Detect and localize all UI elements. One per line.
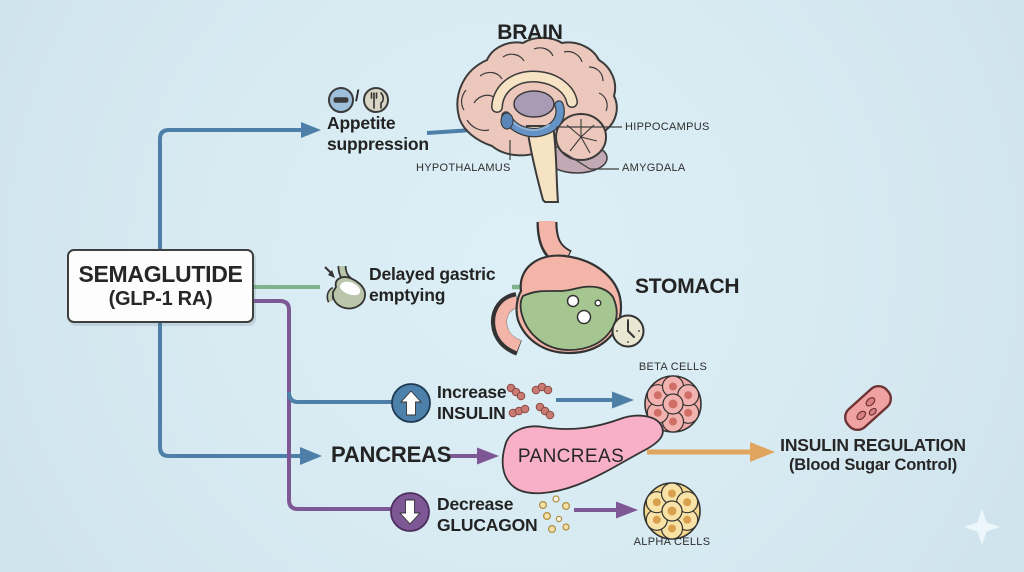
glucagon-to-alpha-arrowhead: [616, 501, 638, 519]
amygdala-label: AMYGDALA: [622, 162, 686, 174]
no-food-minus-icon: [328, 87, 354, 113]
outcome-title: INSULIN REGULATION: [780, 435, 966, 455]
fork-knife-icon: [363, 87, 389, 113]
glucagon-effect-text: Decrease GLUCAGON: [437, 494, 538, 536]
insulin-molecule-dots: [506, 382, 555, 420]
blood-vessel-icon: [843, 385, 893, 431]
alpha-cells-label: ALPHA CELLS: [633, 536, 711, 548]
hypothalamus-label: HYPOTHALAMUS: [416, 162, 511, 174]
increase-arrow-icon: [391, 383, 431, 423]
pancreas-text-to-organ-arrowhead: [477, 447, 499, 465]
beta-cells-label: BETA CELLS: [638, 361, 708, 373]
brain-label-leader-lines: [509, 126, 622, 170]
connector-glucagon-pathway: [251, 299, 392, 511]
glucagon-molecule-dots: [538, 495, 570, 533]
connector-brain-pathway: [158, 128, 301, 249]
connector-pancreas-pathway: [158, 321, 300, 458]
gastric-line2: emptying: [369, 285, 446, 305]
hypothalamus-structure: [500, 112, 514, 130]
stomach-bubble: [594, 299, 602, 307]
thalamus: [513, 90, 555, 118]
pancreas-pathway-arrowhead: [300, 447, 322, 465]
beta-cells-illustration: [644, 375, 702, 433]
stomach-bubble: [576, 309, 592, 325]
insulin-to-beta-arrowhead: [612, 391, 634, 409]
decrease-arrow-icon: [390, 492, 430, 532]
semaglutide-box: SEMAGLUTIDE (GLP-1 RA): [67, 249, 254, 323]
source-subtitle: (GLP-1 RA): [108, 288, 213, 310]
hippocampus-label: HIPPOCAMPUS: [625, 121, 710, 133]
pancreas-organ-label: PANCREAS: [517, 446, 625, 467]
appetite-effect-text: Appetite suppression: [327, 113, 429, 155]
pancreas-pathway-label: PANCREAS: [331, 442, 452, 467]
insulin-line1: Increase: [437, 382, 507, 402]
sparkle-icon: [964, 509, 1000, 545]
stomach-bubble: [566, 294, 580, 308]
alpha-cells-illustration: [643, 482, 701, 540]
brain-illustration: [456, 36, 622, 203]
insulin-line2: INSULIN: [437, 403, 506, 423]
glucagon-line1: Decrease: [437, 494, 514, 514]
appetite-line1: Appetite: [327, 113, 396, 133]
brain-pathway-arrowhead: [301, 122, 321, 138]
gastric-line1: Delayed gastric: [369, 264, 496, 284]
mini-stomach-icon: [324, 265, 366, 310]
brain-gyri: [460, 47, 608, 138]
insulin-effect-text: Increase INSULIN: [437, 382, 507, 424]
connector-insulin-branch: [287, 391, 393, 404]
outcome-text: INSULIN REGULATION (Blood Sugar Control): [768, 435, 978, 475]
appetite-line2: suppression: [327, 134, 429, 154]
clock-icon: [611, 314, 645, 348]
brainstem: [525, 125, 560, 203]
corpus-callosum: [491, 70, 578, 113]
outcome-subtitle: (Blood Sugar Control): [788, 456, 958, 474]
pancreas-organ: [501, 414, 664, 495]
brain-title: BRAIN: [497, 21, 563, 44]
source-title: SEMAGLUTIDE: [78, 261, 243, 287]
icon-separator: /: [355, 88, 360, 105]
glucagon-line2: GLUCAGON: [437, 515, 538, 535]
cerebellum: [555, 113, 607, 161]
outcome-arrowhead: [750, 442, 775, 462]
gastric-effect-text: Delayed gastric emptying: [369, 264, 496, 306]
stomach-label: STOMACH: [635, 275, 740, 298]
